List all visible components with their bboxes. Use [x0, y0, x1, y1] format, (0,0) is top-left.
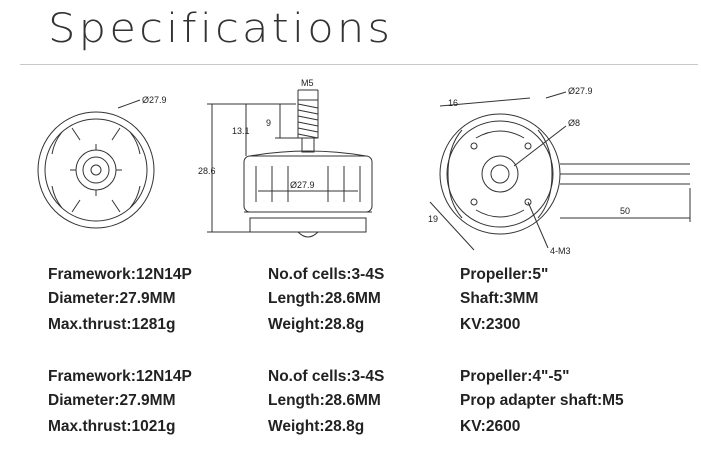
- shaft-neck: [301, 137, 315, 153]
- bottom-diameter-label: Ø27.9: [568, 86, 593, 96]
- spec2-weight: Weight:28.8g: [268, 418, 365, 435]
- spec1-kv: KV:2300: [460, 316, 521, 333]
- mount-hole: [470, 142, 478, 150]
- bottom-slot: [475, 209, 525, 218]
- motor-base: [249, 217, 367, 233]
- side-view: [207, 89, 373, 238]
- spec2-propeller: Propeller:4"-5": [460, 368, 570, 385]
- bottom-slot: [447, 129, 463, 219]
- spec1-weight: Weight:28.8g: [268, 316, 365, 333]
- mount-b-dim-line: [429, 201, 475, 251]
- bottom-slot: [475, 130, 525, 139]
- front-hub: [75, 149, 117, 191]
- front-hub-ticks: [70, 144, 122, 196]
- spec2-kv: KV:2600: [460, 418, 521, 435]
- shaft-thread-lines: [297, 103, 319, 139]
- spec1-length: Length:28.6MM: [268, 290, 381, 307]
- page-title: Specifications: [48, 6, 394, 52]
- bore-label: Ø8: [568, 118, 580, 128]
- bell-vents: [255, 166, 361, 202]
- bottom-view: [429, 91, 691, 251]
- thread-length-label: 9: [266, 118, 271, 128]
- bottom-inner-ring: [446, 120, 554, 228]
- front-shaft: [90, 164, 102, 176]
- front-outer-ring: [37, 111, 155, 229]
- spec2-diameter: Diameter:27.9MM: [48, 392, 176, 409]
- front-diameter-leader: [117, 99, 141, 109]
- bottom-bore: [481, 155, 519, 193]
- side-diameter-label: Ø27.9: [290, 180, 315, 190]
- front-bell-rib: [129, 131, 141, 155]
- shaft-thread-label: M5: [301, 78, 314, 88]
- mount-a-label: 16: [448, 98, 458, 108]
- spec1-diameter: Diameter:27.9MM: [48, 290, 176, 307]
- front-bell-rib: [129, 185, 141, 209]
- front-bell-rib: [51, 185, 63, 209]
- spec2-thrust: Max.thrust:1021g: [48, 418, 176, 435]
- base-bolt: [297, 231, 319, 238]
- front-hub-inner: [82, 156, 110, 184]
- screw-holes-label: 4-M3: [550, 246, 571, 256]
- mount-hole: [524, 198, 532, 206]
- front-diameter-label: Ø27.9: [142, 95, 167, 105]
- spec2-framework: Framework:12N14P: [48, 368, 192, 385]
- spec2-cells: No.of cells:3-4S: [268, 368, 385, 385]
- bore-leader: [513, 125, 567, 167]
- mount-b-label: 19: [428, 214, 438, 224]
- cable-length-label: 50: [620, 206, 630, 216]
- height-label: 28.6: [198, 166, 216, 176]
- spec1-framework: Framework:12N14P: [48, 266, 192, 283]
- spec1-propeller: Propeller:5": [460, 266, 549, 283]
- screw-holes-leader: [527, 201, 549, 249]
- spec1-shaft: Shaft:3MM: [460, 290, 539, 307]
- spec2-shaft: Prop adapter shaft:M5: [460, 392, 624, 409]
- shaft-total-label: 13.1: [232, 126, 250, 136]
- motor-technical-drawing: Ø27.9 M5 9 13.1 28.6 Ø27.9 Ø27.9 Ø8 16 1…: [37, 78, 691, 256]
- spec2-length: Length:28.6MM: [268, 392, 381, 409]
- front-bell-slots: [71, 127, 121, 213]
- front-inner-ring: [44, 118, 148, 222]
- bottom-outer-ring: [439, 113, 561, 235]
- bell-top: [249, 150, 367, 157]
- spec1-thrust: Max.thrust:1281g: [48, 316, 176, 333]
- mount-hole: [524, 142, 532, 150]
- mount-a-dim-line: [439, 97, 531, 107]
- spec1-cells: No.of cells:3-4S: [268, 266, 385, 283]
- front-view: [37, 99, 155, 229]
- bottom-bore-inner: [490, 164, 510, 184]
- mount-hole: [470, 198, 478, 206]
- front-bell-rib: [51, 131, 63, 155]
- bottom-diameter-leader: [545, 91, 567, 99]
- title-divider: [20, 64, 698, 65]
- bottom-slot: [537, 129, 553, 219]
